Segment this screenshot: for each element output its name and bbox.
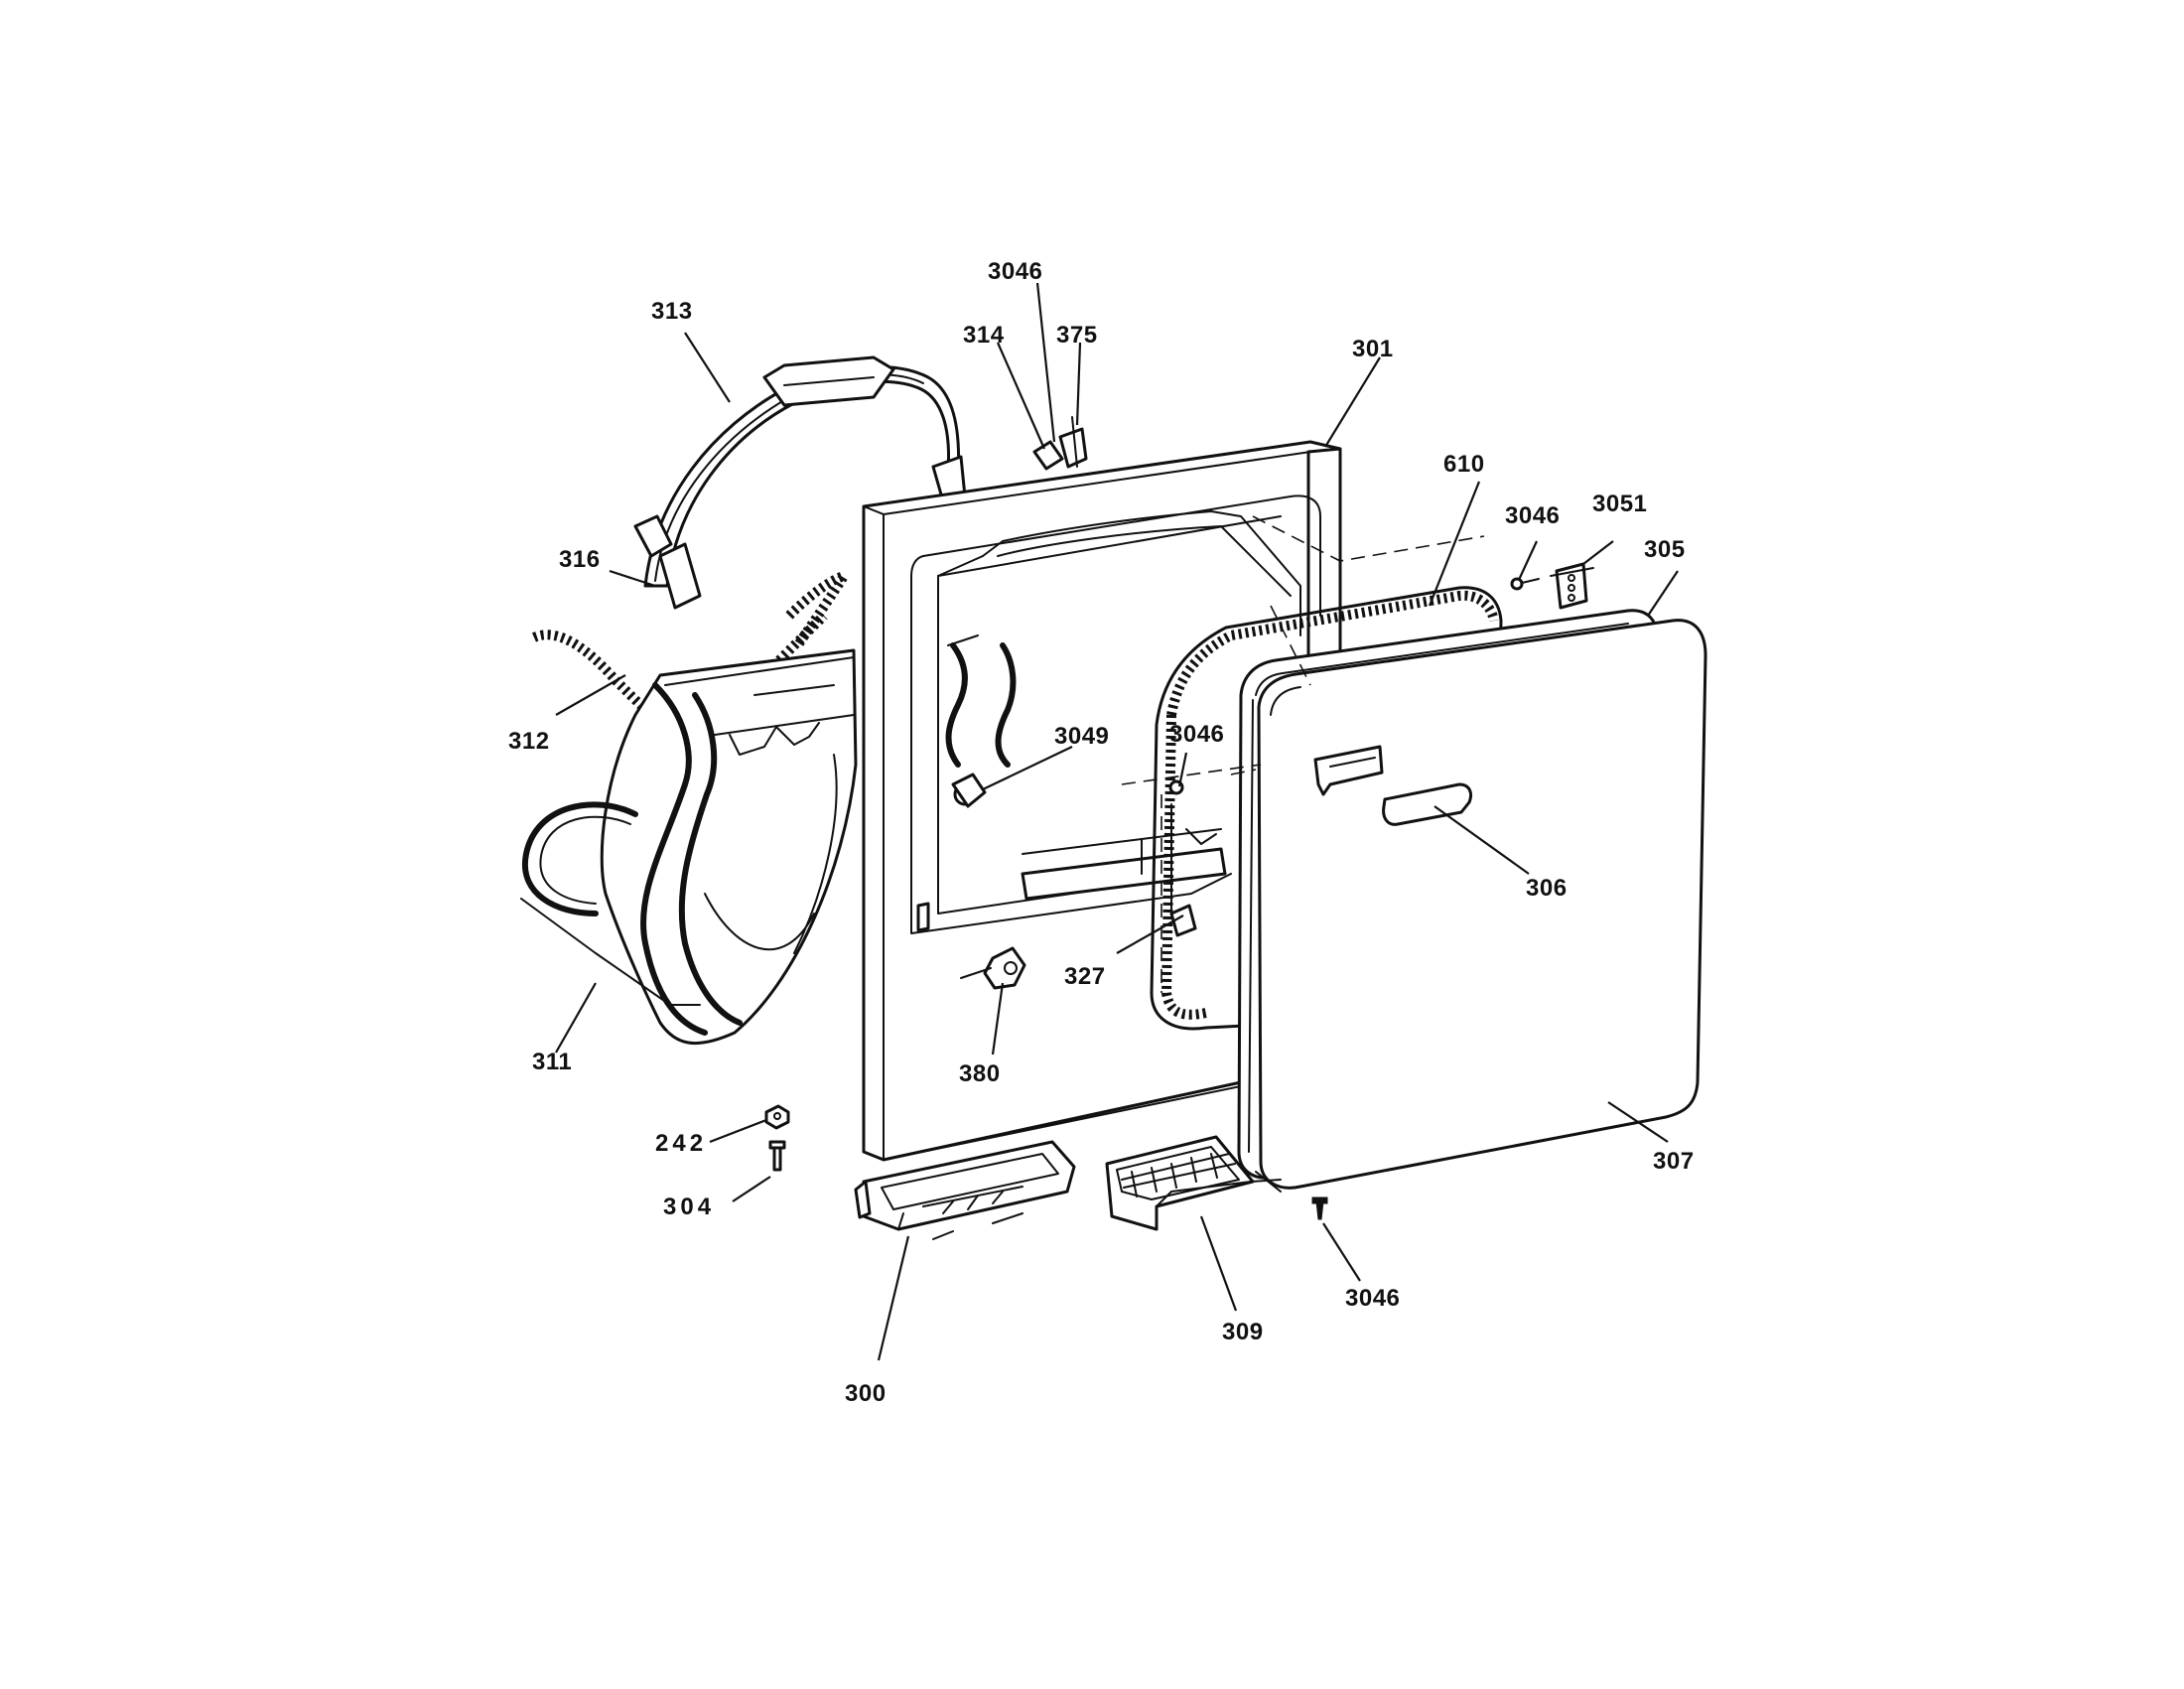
label-375: 375: [1056, 322, 1098, 349]
part-301-front-panel: [862, 440, 1342, 1162]
label-307: 307: [1653, 1148, 1695, 1175]
label-304: 304: [663, 1194, 716, 1220]
label-300: 300: [845, 1380, 887, 1407]
part-311-front-bulkhead: [520, 648, 858, 1046]
label-309: 309: [1222, 1319, 1264, 1345]
label-311: 311: [532, 1049, 573, 1075]
label-3046-right: 3046: [1505, 502, 1561, 529]
label-3049: 3049: [1054, 723, 1110, 750]
label-306: 306: [1526, 875, 1568, 902]
label-327: 327: [1064, 963, 1106, 990]
label-380: 380: [959, 1060, 1001, 1087]
part-309-lint-filter: [1105, 1135, 1282, 1231]
part-610-door-gasket: [1150, 586, 1503, 1031]
label-3046-mid: 3046: [1169, 721, 1225, 748]
screw-3046-right: [1510, 577, 1540, 591]
label-242: 242: [655, 1130, 708, 1157]
label-610: 610: [1443, 451, 1485, 478]
label-3051: 3051: [1592, 491, 1648, 517]
label-301: 301: [1352, 336, 1394, 362]
nut-242: [764, 1104, 790, 1130]
part-307-door-panel: [1257, 619, 1707, 1190]
assembly-guide-lines: [1121, 515, 1485, 993]
part-380-door-switch: [960, 946, 1026, 990]
label-312: 312: [508, 728, 550, 755]
label-3046-bottom: 3046: [1345, 1285, 1401, 1312]
label-316: 316: [559, 546, 601, 573]
label-3046-top: 3046: [988, 258, 1043, 285]
part-300-lint-duct: [854, 1140, 1076, 1240]
part-3049-door-seal-clip: [945, 634, 1017, 808]
label-305: 305: [1644, 536, 1686, 563]
screw-304: [768, 1140, 786, 1172]
label-314: 314: [963, 322, 1005, 349]
part-313-bearing-arch: [633, 355, 967, 610]
part-314-375-clips: [1032, 416, 1088, 471]
screw-3046-bottom: [1311, 1196, 1328, 1220]
leader-lines: [555, 282, 1679, 1361]
label-313: 313: [651, 298, 693, 325]
part-3051-hinge: [1550, 562, 1594, 610]
